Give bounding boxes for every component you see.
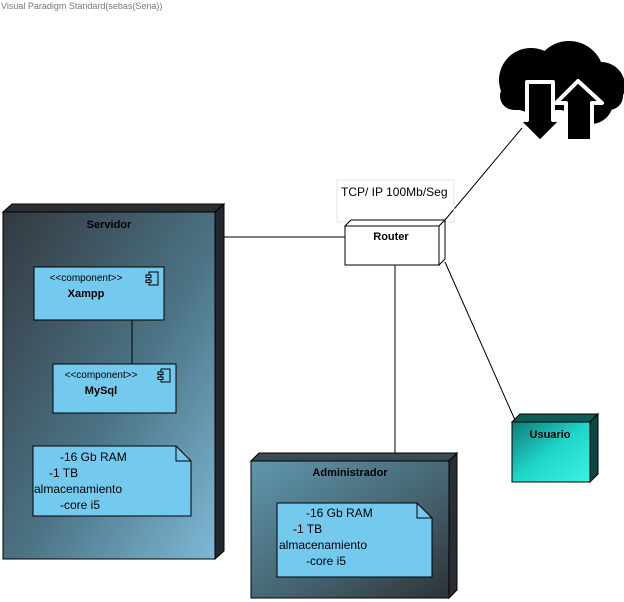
connectors <box>223 127 523 453</box>
node-usuario[interactable]: Usuario <box>510 412 600 484</box>
node-title-usuario: Usuario <box>530 429 571 441</box>
note-line: -16 Gb RAM <box>60 450 127 464</box>
cloud-upload-download-icon <box>499 41 624 144</box>
note-line: -16 Gb RAM <box>306 506 373 520</box>
node-title-router: Router <box>373 231 409 243</box>
component-xampp-stereotype: <<component>> <box>50 273 123 284</box>
watermark: Visual Paradigm Standard(sebas(Sena)) <box>1 1 163 11</box>
note-line: almacenamiento <box>279 538 367 552</box>
component-xampp-name: Xampp <box>68 288 105 300</box>
component-icon <box>145 271 159 286</box>
note-line: -core i5 <box>60 498 100 512</box>
note-line: -1 TB <box>293 522 322 536</box>
node-title-servidor: Servidor <box>87 219 132 231</box>
note-line: -core i5 <box>306 554 346 568</box>
note-servidor-specs[interactable]: -16 Gb RAM -1 TB almacenamiento -core i5 <box>32 445 192 517</box>
note-line: -1 TB <box>49 466 78 480</box>
component-mysql[interactable]: <<component>> MySql <box>52 363 177 414</box>
component-mysql-stereotype: <<component>> <box>65 370 138 381</box>
node-router[interactable]: Router <box>343 218 447 267</box>
component-mysql-name: MySql <box>85 385 117 397</box>
node-title-administrador: Administrador <box>312 467 388 479</box>
note-admin-specs[interactable]: -16 Gb RAM -1 TB almacenamiento -core i5 <box>276 502 433 578</box>
note-line: almacenamiento <box>34 482 122 496</box>
component-xampp[interactable]: <<component>> Xampp <box>33 266 165 321</box>
connection-label: TCP/ IP 100Mb/Seg <box>341 185 448 199</box>
link-router-usuario[interactable] <box>444 261 516 421</box>
component-icon <box>157 368 171 383</box>
link-router-cloud[interactable] <box>444 127 523 221</box>
